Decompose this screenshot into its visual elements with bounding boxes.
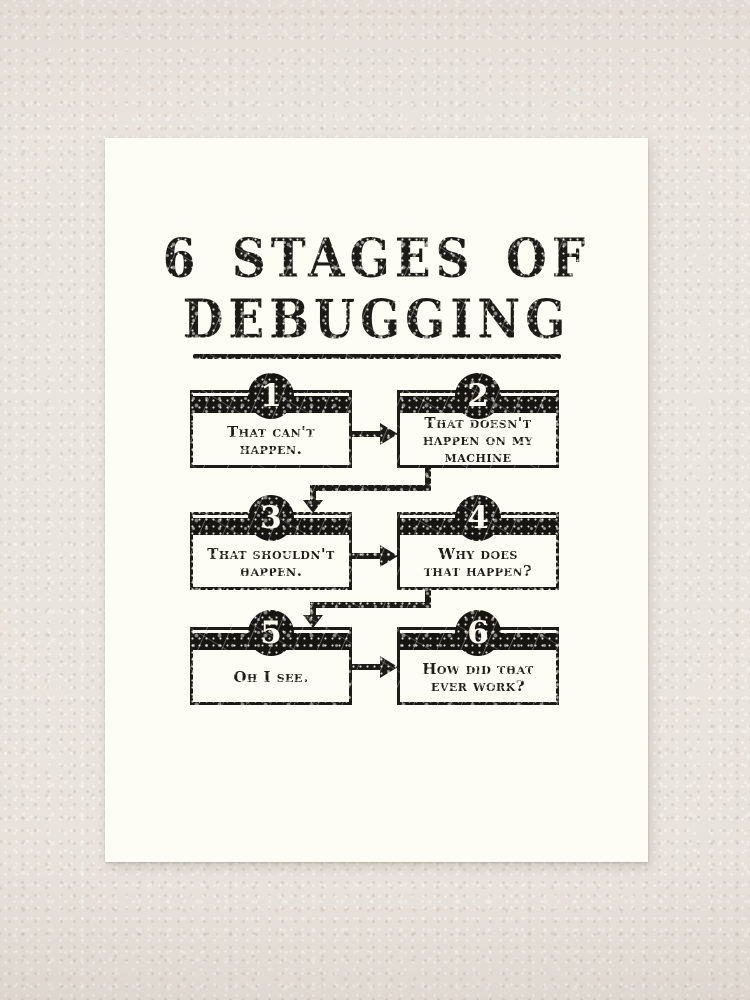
title-line-1: 6 STAGES OF: [162, 227, 591, 291]
poster-title: 6 STAGES OF DEBUGGING: [105, 224, 648, 351]
stage-1-number-badge: 1: [248, 373, 294, 419]
art-print: 6 STAGES OF DEBUGGING 1 That can't happe…: [105, 138, 648, 862]
stage-2-number-badge: 2: [455, 373, 501, 419]
stage-box-1: 1 That can't happen.: [190, 373, 352, 468]
arrow-3-4-shaft: [352, 553, 382, 559]
stage-4-number: 4: [467, 500, 489, 536]
stage-4-text: Why does that happen?: [423, 544, 533, 580]
title-underline: [192, 354, 561, 359]
stage-6-number: 6: [467, 615, 489, 651]
stage-3-number-badge: 3: [248, 495, 294, 541]
stage-5-text: Oh I see.: [233, 668, 309, 686]
stage-2-number: 2: [467, 378, 489, 414]
arrow-1-2-head-icon: [380, 423, 398, 445]
stage-1-number: 1: [260, 378, 282, 414]
stage-6-number-badge: 6: [455, 610, 501, 656]
stage-box-3: 3 That shouldn't happen.: [190, 495, 352, 590]
stage-box-2: 2 That doesn't happen on my machine: [397, 373, 559, 468]
stage-3-number: 3: [260, 500, 282, 536]
arrow-5-6-shaft: [352, 664, 382, 670]
connector-4-5-head-icon: [303, 615, 323, 628]
stage-5-number-badge: 5: [248, 610, 294, 656]
stage-box-5: 5 Oh I see.: [190, 610, 352, 705]
arrow-1-2-shaft: [352, 431, 382, 437]
connector-4-5-horizontal-segment: [310, 602, 431, 608]
stage-5-number: 5: [260, 615, 282, 651]
arrow-5-6-head-icon: [380, 656, 398, 678]
stage-3-text: That shouldn't happen.: [207, 544, 335, 580]
stage-2-text: That doesn't happen on my machine: [422, 414, 534, 466]
stage-box-4: 4 Why does that happen?: [397, 495, 559, 590]
connector-2-3-horizontal-segment: [310, 485, 431, 491]
stage-box-6: 6 How did that ever work?: [397, 610, 559, 705]
arrow-3-4-head-icon: [380, 545, 398, 567]
stage-1-text: That can't happen.: [226, 422, 316, 458]
stage-4-number-badge: 4: [455, 495, 501, 541]
connector-4-5-drop-segment: [310, 602, 316, 616]
title-line-2: DEBUGGING: [182, 288, 571, 352]
connector-2-3-head-icon: [303, 500, 323, 513]
stage-6-text: How did that ever work?: [422, 659, 534, 695]
